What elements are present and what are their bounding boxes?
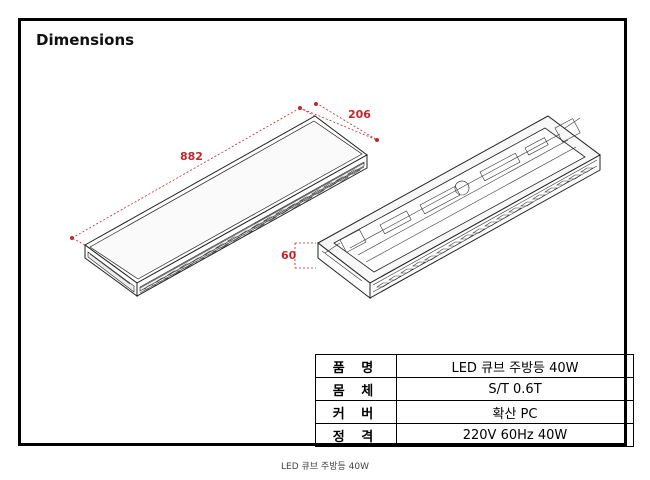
page-title: Dimensions	[36, 31, 135, 49]
spec-value: S/T 0.6T	[396, 377, 634, 401]
spec-value: LED 큐브 주방등 40W	[396, 354, 634, 378]
lamp-open-view	[317, 115, 601, 300]
table-row: 정 격 220V 60Hz 40W	[315, 423, 634, 447]
dimension-width: 206	[348, 108, 371, 121]
spec-value: 220V 60Hz 40W	[396, 423, 634, 447]
dimension-length: 882	[180, 150, 203, 163]
spec-label: 몸 체	[315, 377, 397, 401]
dimension-lines	[71, 102, 378, 269]
lamp-internal-parts	[321, 117, 598, 293]
dimension-height: 60	[281, 249, 297, 262]
lamp-covered-view	[84, 115, 368, 297]
spec-label: 정 격	[315, 423, 397, 447]
spec-label: 커 버	[315, 400, 397, 424]
spec-label: 품 명	[315, 354, 397, 378]
dimension-points	[70, 102, 379, 240]
spec-table: 품 명 LED 큐브 주방등 40W 몸 체 S/T 0.6T 커 버 확산 P…	[315, 354, 634, 447]
image-caption: LED 큐브 주방등 40W	[281, 462, 369, 472]
table-row: 품 명 LED 큐브 주방등 40W	[315, 354, 634, 378]
spec-value: 확산 PC	[396, 400, 634, 424]
lamp-front-pattern	[89, 162, 365, 294]
table-row: 커 버 확산 PC	[315, 400, 634, 424]
table-row: 몸 체 S/T 0.6T	[315, 377, 634, 401]
